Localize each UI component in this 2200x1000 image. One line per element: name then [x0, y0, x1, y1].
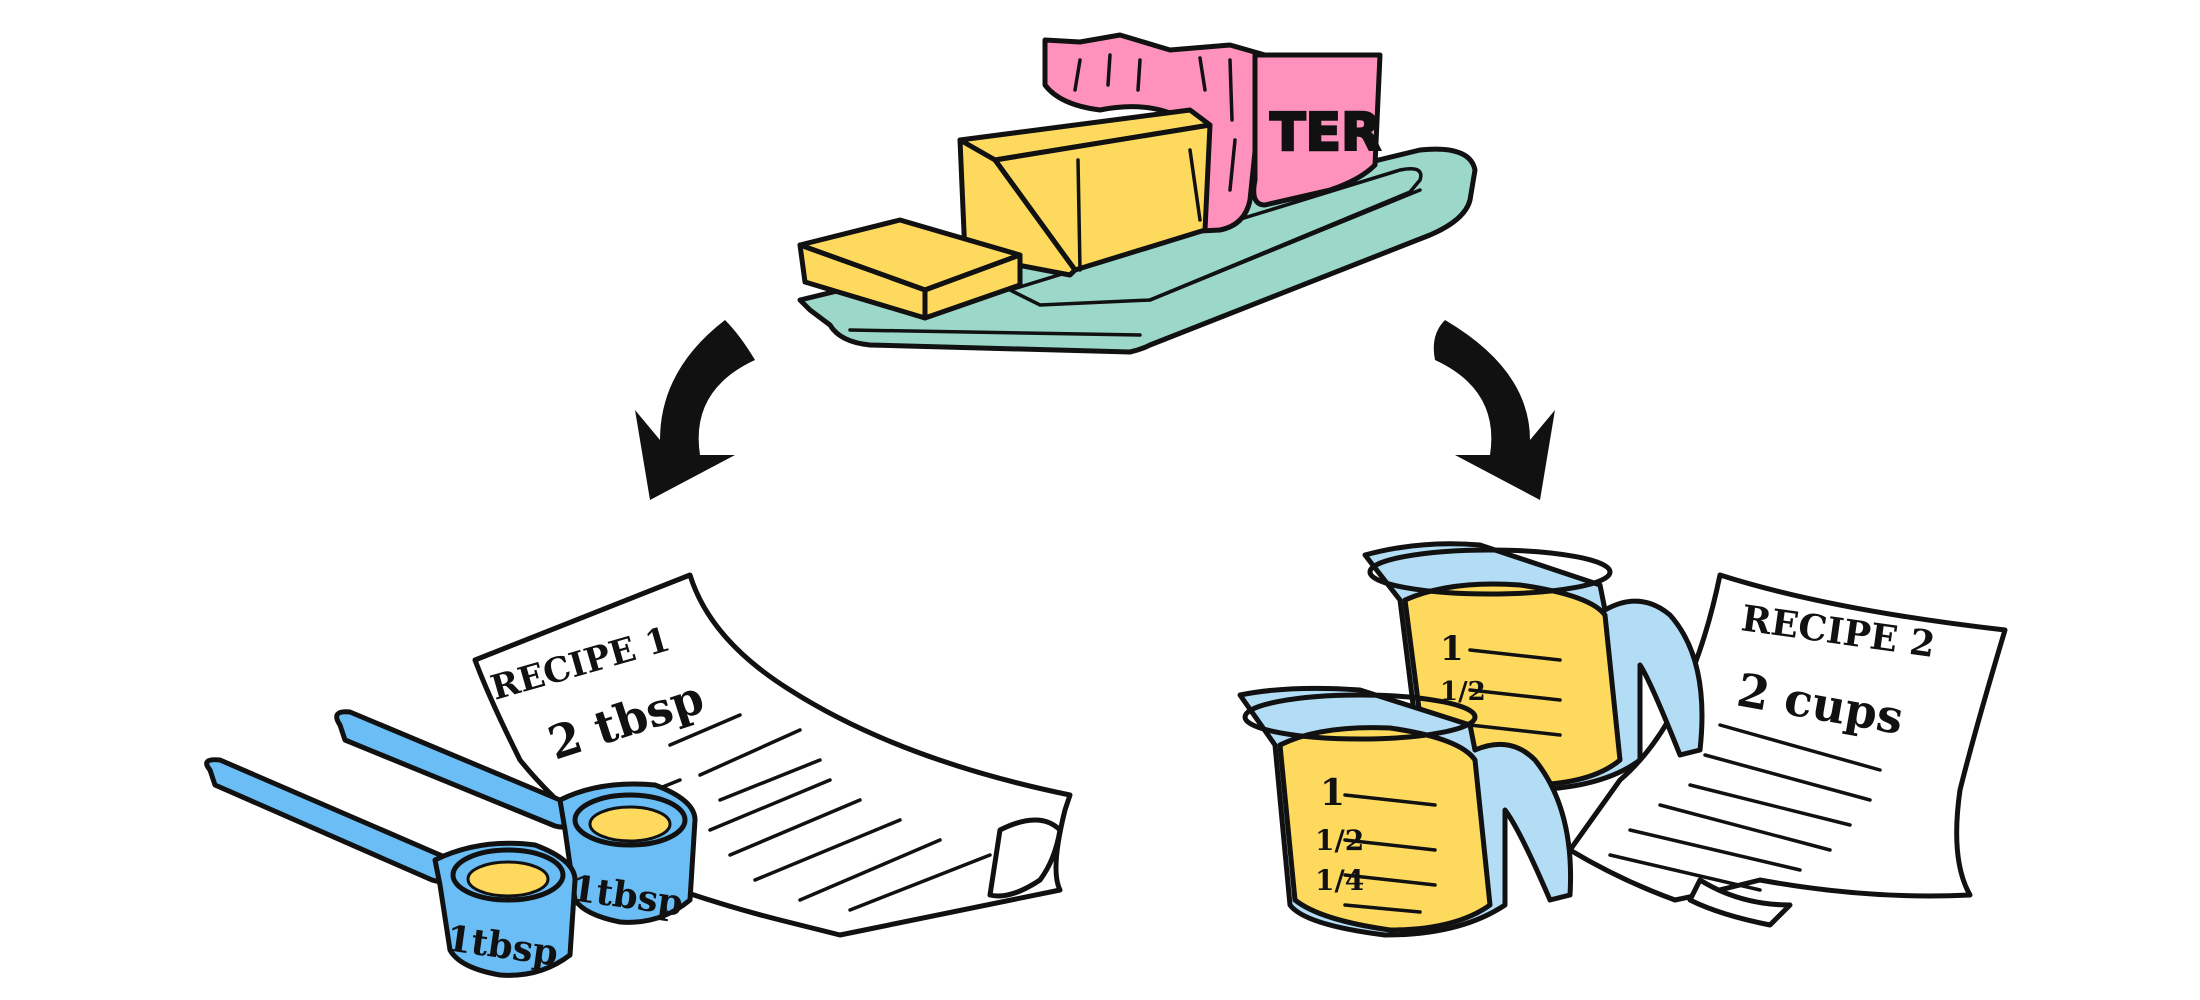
cup-mark-half: 1/2 [1315, 824, 1364, 857]
butter-wrapper: TER [1042, 32, 1383, 235]
cup-mark-quarter: 1/4 [1315, 864, 1364, 897]
butter-slice [797, 217, 1023, 321]
cup-mark-1: 1 [1320, 772, 1345, 814]
wrapper-label: TER [1270, 103, 1381, 163]
butter-stick [957, 107, 1213, 278]
butter-dish: TER [797, 32, 1478, 355]
front-cup-marks: 1 1/2 1/4 [1315, 772, 1437, 914]
tablespoon-back: 1tbsp [334, 709, 698, 925]
recipe-2-card: RECIPE 2 2 cups [1567, 572, 2008, 928]
curved-arrow-left-icon [635, 320, 755, 500]
back-cup-marks: 1 1/2 [1440, 629, 1562, 737]
measuring-cup-front: 1 1/2 1/4 [1237, 685, 1574, 938]
recipe-2-text-lines [1608, 723, 1882, 892]
curved-arrow-right-icon [1433, 320, 1555, 500]
tablespoon-front: 1tbsp [204, 757, 578, 978]
back-cup-mark-1: 1 [1440, 629, 1464, 669]
